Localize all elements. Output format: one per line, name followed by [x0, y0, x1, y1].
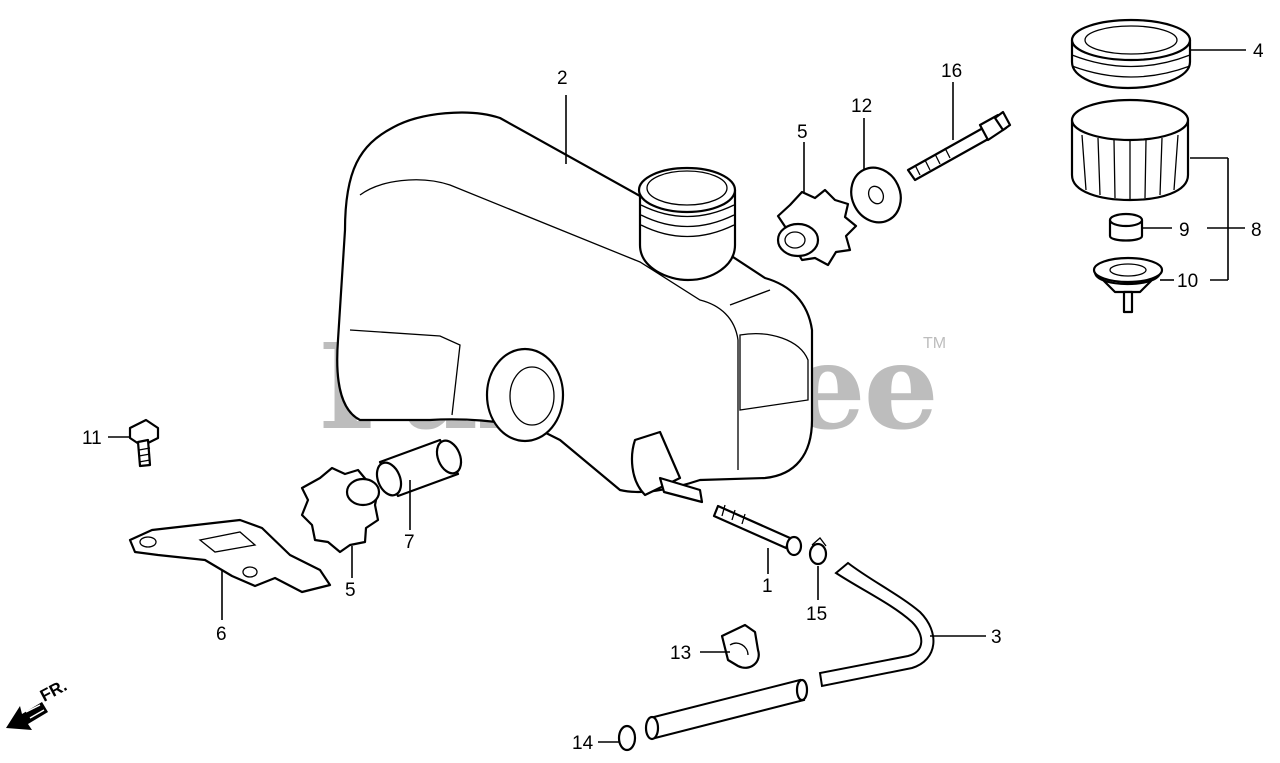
- tank-bracket-icon[interactable]: [128, 518, 332, 594]
- callout-9: 9: [1179, 220, 1190, 241]
- watermark-trademark: TM: [923, 335, 946, 352]
- callout-5-upper: 5: [797, 122, 808, 143]
- fuel-cap-assembly-icon[interactable]: [1070, 98, 1190, 202]
- washer-icon[interactable]: [842, 159, 909, 230]
- callout-13: 13: [670, 643, 691, 664]
- collar-icon[interactable]: [372, 437, 465, 499]
- callout-10: 10: [1177, 271, 1198, 292]
- callout-6: 6: [216, 624, 227, 645]
- cap-packing-icon[interactable]: [1108, 212, 1144, 242]
- callout-3: 3: [991, 627, 1002, 648]
- fuel-tube-icon[interactable]: [644, 561, 935, 741]
- front-direction-marker: FR.: [6, 676, 70, 730]
- grommet-icon[interactable]: [300, 466, 381, 554]
- filler-neck-ring-icon[interactable]: [1070, 18, 1192, 90]
- tube-clip-icon[interactable]: [617, 724, 637, 752]
- callout-labels: 2 5 12 16 4 8 9 10 11 7 5 6 1 15 3 13 14: [82, 41, 1264, 754]
- leader-lines: [108, 49, 1246, 743]
- callout-15: 15: [806, 604, 827, 625]
- grommet-icon[interactable]: [776, 188, 858, 267]
- callout-1: 1: [762, 576, 773, 597]
- flange-bolt-icon[interactable]: [128, 418, 160, 468]
- callout-4: 4: [1253, 41, 1264, 62]
- callout-16: 16: [941, 61, 962, 82]
- fuel-pipe-bolt-icon[interactable]: [712, 504, 803, 557]
- callout-14: 14: [572, 733, 594, 754]
- front-arrow-icon: [6, 702, 48, 730]
- fuel-tank-icon[interactable]: [336, 111, 814, 504]
- tube-clip-icon[interactable]: [808, 537, 828, 566]
- callout-2: 2: [557, 68, 568, 89]
- front-label: FR.: [37, 676, 70, 706]
- flange-bolt-icon[interactable]: [906, 110, 1012, 182]
- callout-7: 7: [404, 532, 415, 553]
- callout-5-lower: 5: [345, 580, 356, 601]
- tube-clamp-icon[interactable]: [720, 623, 760, 669]
- callout-8: 8: [1251, 220, 1262, 241]
- callout-11: 11: [82, 428, 102, 449]
- callout-12: 12: [851, 96, 872, 117]
- cap-filter-icon[interactable]: [1092, 256, 1164, 314]
